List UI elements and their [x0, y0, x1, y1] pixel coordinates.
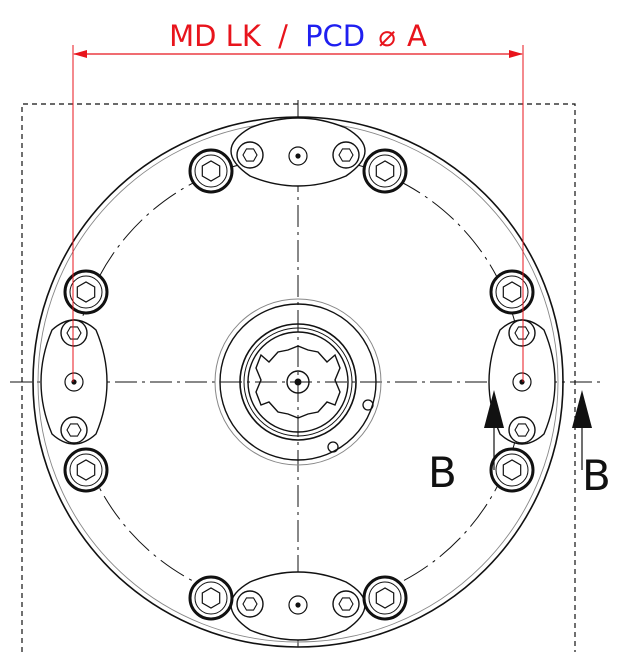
section-label-right: B [582, 451, 611, 500]
small-screw [332, 590, 360, 618]
section-arrow-left: B [428, 390, 504, 497]
hex-bolt [63, 447, 109, 493]
slash-text: / [278, 19, 288, 53]
small-screw [508, 416, 536, 444]
small-screw [60, 416, 88, 444]
center-hub [214, 298, 382, 466]
small-screw [236, 141, 264, 169]
pcd-dimension-label: MD LK / PCD ⌀ A [169, 19, 427, 53]
small-screw [236, 590, 264, 618]
hex-bolt [489, 269, 535, 315]
hex-bolt [188, 575, 234, 621]
small-screw [60, 319, 88, 347]
envelope-outline [21, 103, 576, 652]
diameter-symbol: ⌀ [378, 19, 395, 53]
section-arrow-right: B [572, 390, 611, 500]
section-label-left: B [428, 448, 457, 497]
hex-bolt [63, 269, 109, 315]
large-bolts [63, 148, 535, 621]
dimension-a-text: A [407, 19, 427, 53]
pcd-dimension: MD LK / PCD ⌀ A [72, 19, 524, 382]
clamp-top [230, 117, 366, 187]
hex-bolt [188, 148, 234, 194]
small-screws [60, 141, 536, 618]
hex-bolt [362, 575, 408, 621]
small-screw [508, 319, 536, 347]
hex-bolt [489, 447, 535, 493]
clamp-centers [64, 146, 532, 615]
md-lk-text: MD LK [169, 19, 262, 53]
small-screw [332, 141, 360, 169]
hex-bolt [362, 148, 408, 194]
pcd-text: PCD [305, 19, 365, 53]
